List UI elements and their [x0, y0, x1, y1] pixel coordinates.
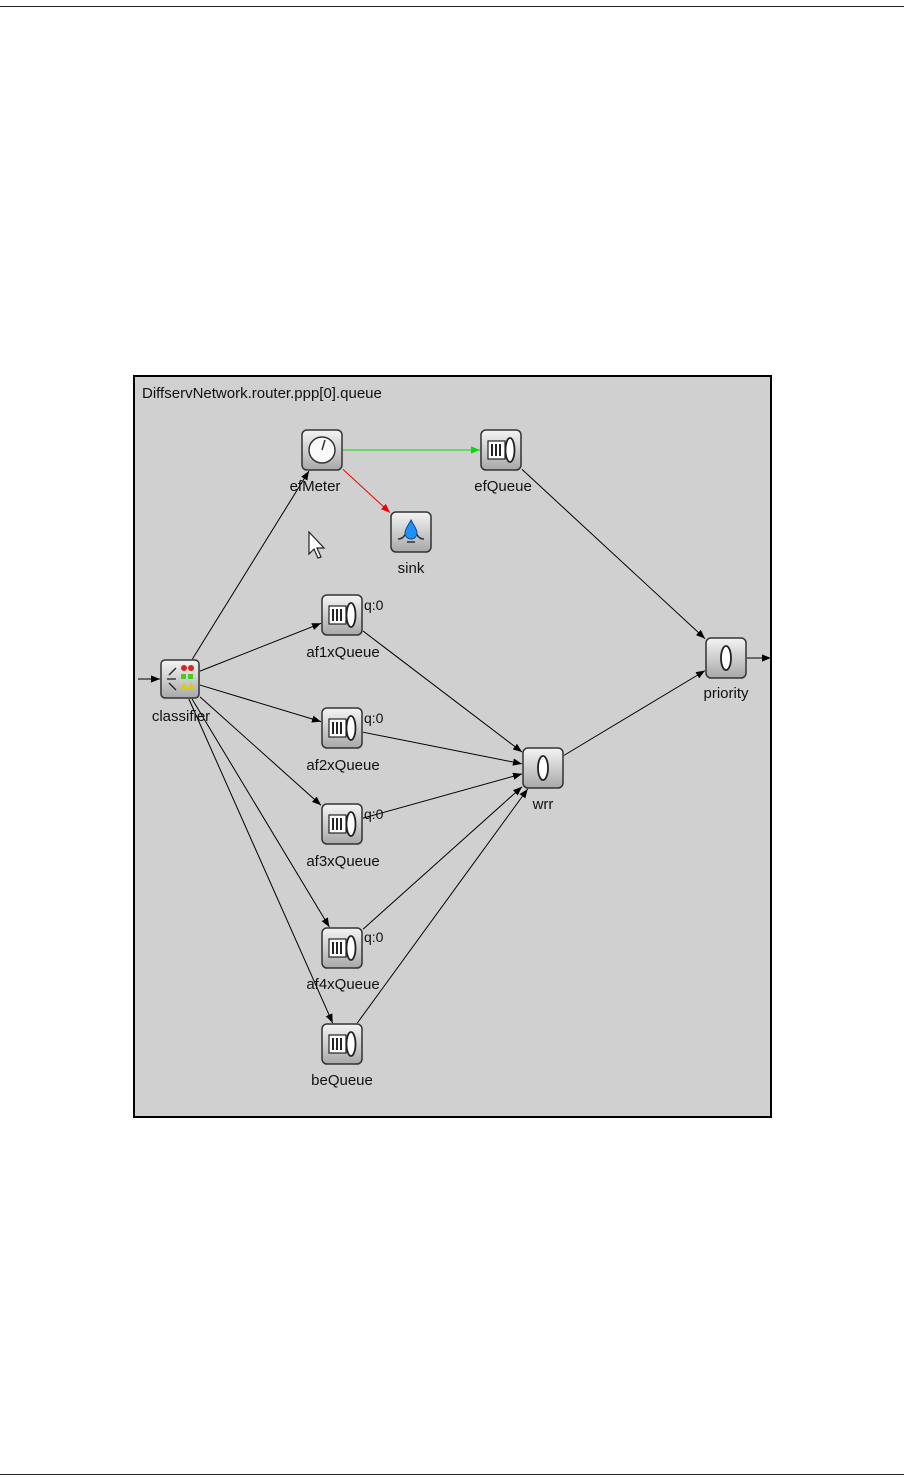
queue-icon	[328, 1031, 357, 1057]
module-canvas[interactable]: DiffservNetwork.router.ppp[0].queue	[133, 375, 772, 1118]
node-af2xQueue[interactable]: q:0 af2xQueue	[306, 707, 384, 774]
connections	[138, 446, 770, 1024]
node-sink[interactable]: sink	[390, 511, 432, 577]
queue-length: q:0	[364, 929, 384, 945]
edge-af2xQueue-to-wrr	[362, 731, 523, 766]
mouse-cursor-icon	[308, 530, 326, 559]
edge-efQueue-to-priority	[521, 469, 706, 639]
canvas-title: DiffservNetwork.router.ppp[0].queue	[142, 385, 382, 402]
edge-classifier-to-af2xQueue	[199, 684, 322, 723]
queue-icon	[328, 935, 357, 961]
node-wrr[interactable]: wrr	[522, 747, 564, 813]
node-label: priority	[703, 685, 749, 702]
node-label: efMeter	[290, 478, 341, 495]
queue-icon	[487, 437, 516, 463]
queue-length: q:0	[364, 806, 384, 822]
top-rule	[0, 6, 904, 7]
scheduler-icon	[720, 645, 732, 671]
edge-af3xQueue-to-wrr	[362, 772, 523, 819]
bottom-rule	[0, 1474, 904, 1475]
edge-wrr-to-priority	[563, 670, 706, 756]
node-efQueue[interactable]: efQueue	[474, 429, 532, 495]
edge-af1xQueue-to-wrr	[362, 630, 523, 753]
queue-length: q:0	[364, 710, 384, 726]
node-label: af3xQueue	[306, 853, 379, 870]
meter-icon	[308, 436, 336, 464]
node-label: af2xQueue	[306, 757, 379, 774]
network-diagram: efMeter efQueue sink	[138, 429, 770, 1089]
node-af1xQueue[interactable]: q:0 af1xQueue	[306, 594, 384, 661]
node-label: af1xQueue	[306, 644, 379, 661]
node-efMeter[interactable]: efMeter	[290, 429, 343, 495]
node-af4xQueue[interactable]: q:0 af4xQueue	[306, 927, 384, 993]
edge-classifier-to-af1xQueue	[199, 622, 322, 672]
edge-classifier-to-af3xQueue	[199, 696, 322, 806]
sink-icon	[397, 518, 425, 543]
edge-efMeter-to-sink	[342, 468, 391, 514]
node-label: wrr	[532, 796, 554, 813]
node-af3xQueue[interactable]: q:0 af3xQueue	[306, 803, 384, 870]
node-priority[interactable]: priority	[703, 637, 749, 702]
classifier-icon	[167, 665, 194, 691]
edge-classifier-to-af4xQueue	[191, 698, 330, 928]
node-label: beQueue	[311, 1072, 373, 1089]
queue-icon	[328, 715, 357, 741]
edge-classifier-to-efMeter	[191, 470, 310, 660]
node-label: efQueue	[474, 478, 532, 495]
scheduler-icon	[537, 755, 549, 781]
node-label: sink	[398, 560, 425, 577]
node-label: af4xQueue	[306, 976, 379, 993]
queue-length: q:0	[364, 597, 384, 613]
node-beQueue[interactable]: beQueue	[311, 1023, 373, 1089]
queue-icon	[328, 811, 357, 837]
node-label: classifier	[152, 708, 210, 725]
queue-icon	[328, 602, 357, 628]
node-classifier[interactable]: classifier	[152, 659, 210, 725]
edge-classifier-to-beQueue	[188, 698, 334, 1024]
edge-af4xQueue-to-wrr	[362, 786, 523, 930]
edge-beQueue-to-wrr	[356, 788, 529, 1024]
